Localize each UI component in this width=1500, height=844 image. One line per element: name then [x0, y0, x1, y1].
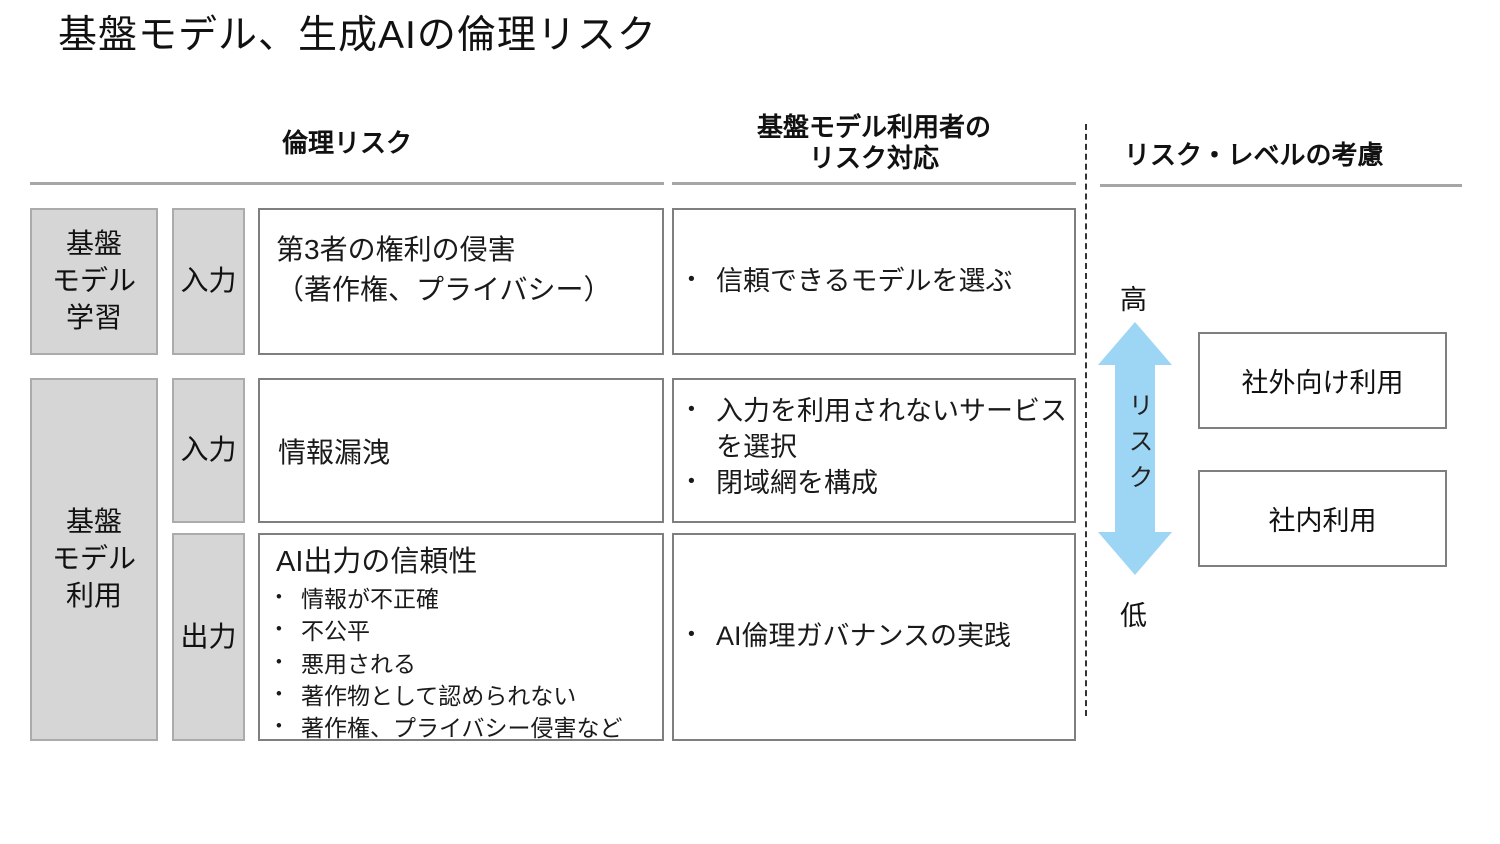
stage-usage-line3: 利用	[65, 579, 122, 611]
risk-high-label: 高	[1120, 285, 1147, 315]
dashed-divider	[1085, 124, 1087, 716]
risk-arrow-up-icon	[1098, 322, 1172, 365]
stage-usage-line1: 基盤	[65, 506, 122, 538]
level-box-external-use: 社外向け利用	[1198, 332, 1447, 429]
io-box-usage-output: 出力	[172, 533, 245, 741]
response-box-training: • 信頼できるモデルを選ぶ	[672, 208, 1076, 355]
stage-usage-line2: モデル	[51, 543, 136, 575]
risk-item: • 著作権、プライバシー侵害など	[276, 712, 654, 744]
header-rule-response	[672, 182, 1076, 185]
response-item-text: 入力を利用されないサービスを選択	[716, 396, 1067, 462]
stage-training-line3: 学習	[65, 301, 122, 333]
bullet-icon: •	[688, 398, 695, 420]
stage-training-line1: 基盤	[65, 228, 122, 260]
bullet-icon: •	[276, 716, 282, 735]
bullet-icon: •	[276, 619, 282, 639]
io-box-training-input: 入力	[172, 208, 245, 355]
header-rule-ethics	[30, 182, 664, 185]
column-header-user-response-line1: 基盤モデル利用者の	[756, 112, 991, 142]
risk-arrow-down-icon	[1098, 532, 1172, 575]
risk-usage-input-text: 情報漏洩	[278, 436, 391, 468]
risk-item-text: 悪用される	[301, 650, 416, 677]
risk-box-usage-output: AI出力の信頼性 • 情報が不正確 • 不公平 • 悪用される • 著作物として…	[258, 533, 664, 741]
response-item: • 閉域網を構成	[688, 466, 1068, 502]
response-item-text: 信頼できるモデルを選ぶ	[716, 265, 1013, 296]
response-item: • AI倫理ガバナンスの実践	[688, 619, 1068, 655]
risk-axis-label: リスク	[1125, 392, 1153, 500]
level-box-internal-use: 社内利用	[1198, 470, 1447, 567]
risk-output-title: AI出力の信頼性	[276, 546, 478, 578]
risk-item: • 著作物として認められない	[276, 680, 654, 712]
page-title: 基盤モデル、生成AIの倫理リスク	[58, 14, 657, 57]
bullet-icon: •	[688, 623, 695, 646]
risk-training-line1: 第3者の権利の侵害	[276, 234, 516, 265]
risk-item-text: 情報が不正確	[301, 586, 439, 613]
column-header-user-response-line2: リスク対応	[808, 143, 939, 174]
risk-item-text: 不公平	[301, 618, 370, 645]
bullet-icon: •	[276, 683, 282, 703]
response-box-usage-input: • 入力を利用されないサービスを選択 • 閉域網を構成	[672, 378, 1076, 523]
column-header-user-response: 基盤モデル利用者の リスク対応	[672, 112, 1076, 174]
bullet-icon: •	[276, 651, 282, 671]
response-item: • 信頼できるモデルを選ぶ	[688, 264, 1068, 300]
bullet-icon: •	[688, 469, 695, 492]
header-rule-risk-level	[1100, 184, 1462, 187]
risk-box-training: 第3者の権利の侵害 （著作権、プライバシー）	[258, 208, 664, 355]
risk-item-text: 著作権、プライバシー侵害など	[301, 715, 623, 741]
risk-item: • 不公平	[276, 615, 654, 647]
risk-item-text: 著作物として認められない	[301, 682, 577, 709]
risk-arrow-shaft	[1115, 363, 1155, 534]
column-header-risk-level: リスク・レベルの考慮	[1124, 140, 1384, 170]
column-header-ethics-risk: 倫理リスク	[281, 128, 412, 158]
risk-low-label: 低	[1120, 601, 1147, 631]
bullet-icon: •	[688, 267, 695, 290]
response-item-text: 閉域網を構成	[716, 467, 878, 498]
risk-item: • 悪用される	[276, 648, 654, 680]
risk-box-usage-input: 情報漏洩	[258, 378, 664, 523]
response-item: • 入力を利用されないサービスを選択	[688, 394, 1068, 466]
bullet-icon: •	[276, 587, 282, 607]
response-item-text: AI倫理ガバナンスの実践	[716, 621, 1011, 652]
stage-box-training: 基盤 モデル 学習	[30, 208, 158, 355]
risk-training-line2: （著作権、プライバシー）	[276, 273, 612, 305]
risk-output-items: • 情報が不正確 • 不公平 • 悪用される • 著作物として認められない • …	[276, 583, 654, 744]
risk-item: • 情報が不正確	[276, 583, 654, 615]
stage-box-usage: 基盤 モデル 利用	[30, 378, 158, 741]
response-box-usage-output: • AI倫理ガバナンスの実践	[672, 533, 1076, 741]
io-box-usage-input: 入力	[172, 378, 245, 523]
stage-training-line2: モデル	[51, 265, 136, 297]
